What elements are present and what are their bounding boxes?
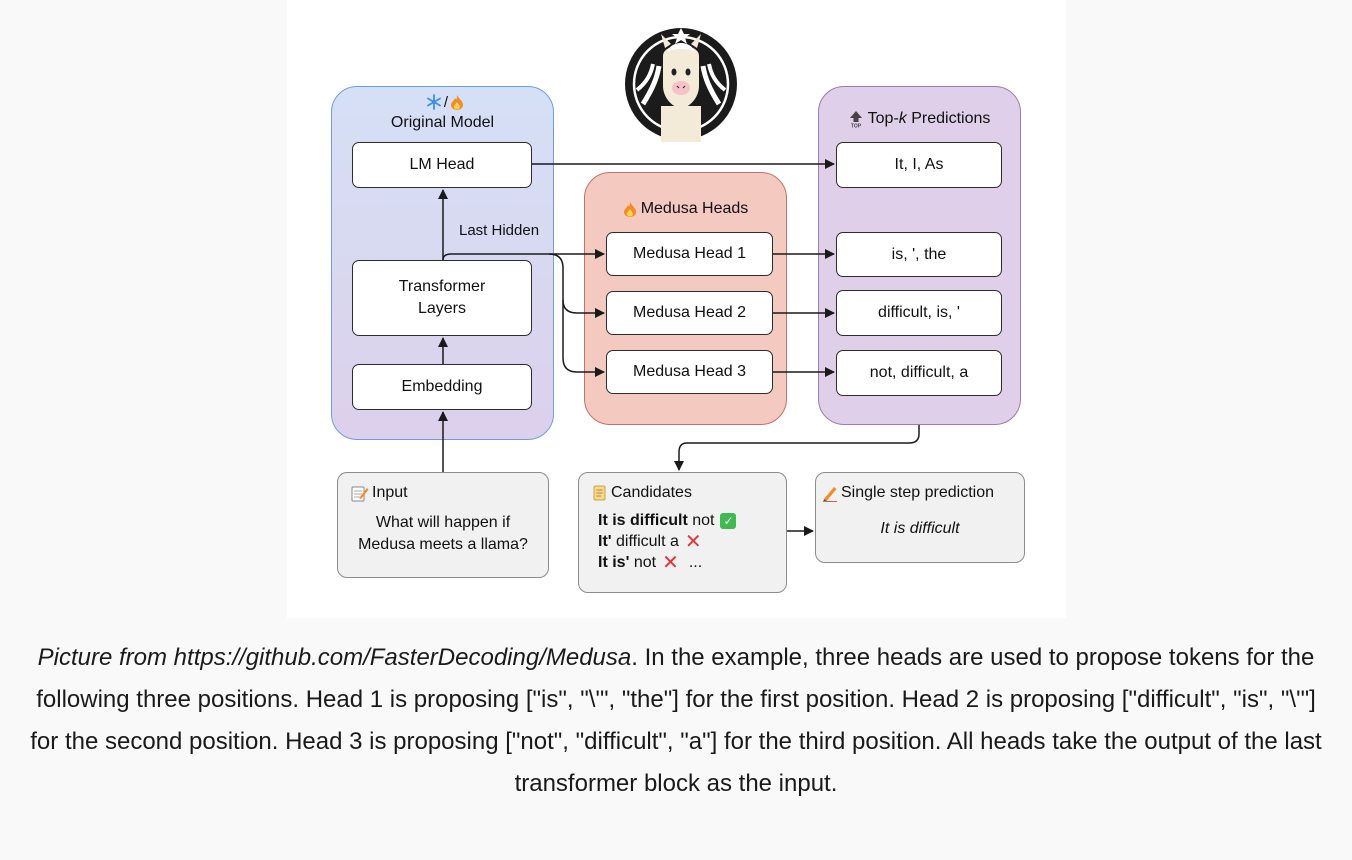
figure-caption: Picture from https://github.com/FasterDe…: [20, 637, 1332, 805]
head-3-prediction-box: not, difficult, a: [836, 350, 1002, 396]
single-step-header: Single step prediction: [822, 484, 994, 502]
pencil-icon: [823, 487, 837, 502]
medusa-head-1: Medusa Head 1: [606, 232, 773, 276]
candidates-header: Candidates: [592, 484, 692, 502]
memo-icon: [351, 486, 369, 502]
head-1-prediction-box: is, ', the: [836, 232, 1002, 277]
medusa-heads-header: Medusa Heads: [584, 198, 787, 220]
fire-icon: [451, 95, 464, 110]
arrow-hidden-to-head1: [442, 249, 605, 261]
llama-logo-icon: [625, 28, 737, 142]
arrow-hidden-to-head3: [562, 300, 605, 377]
scroll-icon: [593, 485, 606, 501]
medusa-head-3: Medusa Head 3: [606, 350, 773, 394]
single-step-title: Single step prediction: [841, 484, 994, 501]
medusa-diagram: / Original Model LM Head Transformer Lay…: [287, 0, 1066, 618]
original-model-title: Original Model: [390, 114, 495, 131]
medusa-head-2: Medusa Head 2: [606, 291, 773, 335]
head-2-prediction-box: difficult, is, ': [836, 290, 1002, 336]
cross-icon: ✕: [662, 552, 679, 574]
embedding-box: Embedding: [352, 364, 532, 410]
lm-prediction-box: It, I, As: [836, 142, 1002, 188]
fire-icon: [623, 202, 636, 217]
arrow-predictions-to-candidates: [674, 425, 920, 471]
candidate-line-1: It is difficult not ✓: [598, 511, 737, 531]
candidates-title: Candidates: [611, 484, 692, 501]
snowflake-icon: [427, 94, 441, 110]
transformer-layers-box: Transformer Layers: [352, 260, 532, 336]
input-card: [337, 472, 549, 578]
check-icon: ✓: [720, 513, 737, 529]
lm-head-box: LM Head: [352, 142, 532, 188]
mode-icons: /: [415, 92, 475, 112]
input-header: Input: [351, 484, 408, 502]
medusa-heads-title: Medusa Heads: [640, 200, 749, 217]
more-ellipsis: ...: [688, 554, 703, 571]
topk-title: Top-k Predictions: [867, 110, 991, 127]
topk-predictions-header: TOP Top-k Predictions: [818, 108, 1021, 130]
caption-source: Picture from https://github.com/FasterDe…: [37, 644, 632, 671]
caption-text: . In the example, three heads are used t…: [30, 644, 1322, 797]
cross-icon: ✕: [684, 531, 702, 553]
single-step-text: It is difficult: [880, 520, 960, 537]
svg-text:TOP: TOP: [851, 124, 862, 129]
connector-arrows: [438, 159, 920, 536]
single-step-card: [815, 472, 1025, 563]
last-hidden-label: Last Hidden: [459, 222, 540, 239]
candidates-card: [578, 472, 787, 593]
candidate-line-2: It' difficult a ✕: [598, 531, 702, 553]
top-arrow-icon: TOP: [849, 111, 862, 129]
candidate-line-3: It is' not ✕ ...: [598, 552, 703, 574]
arrow-hidden-to-head2: [548, 253, 605, 318]
input-text: What will happen if Medusa meets a llama…: [358, 514, 528, 553]
input-title: Input: [372, 484, 408, 501]
